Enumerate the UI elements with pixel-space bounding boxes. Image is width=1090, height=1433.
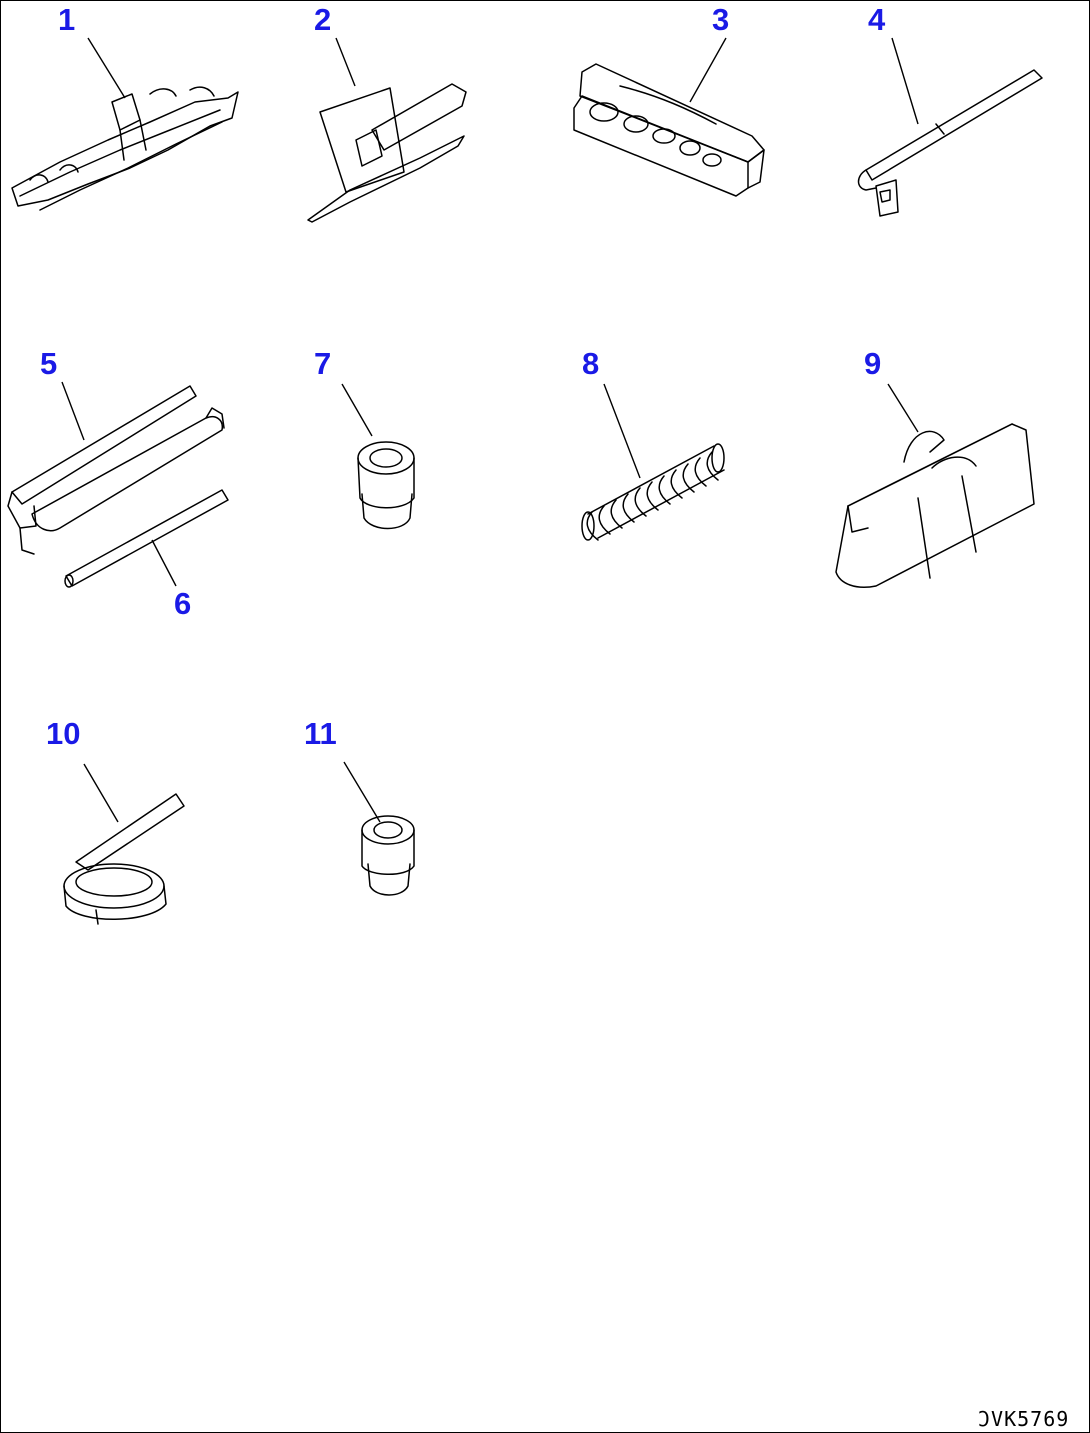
drawing-id: ϽVK5769 <box>978 1407 1069 1431</box>
part-10-filter-wrench: 10 <box>46 716 185 925</box>
part-7-socket: 7 <box>314 346 415 530</box>
leader-11 <box>343 761 381 823</box>
leader-10 <box>83 763 119 823</box>
leader-3 <box>689 37 727 103</box>
part-11-socket: 11 <box>304 716 415 896</box>
leader-4 <box>891 37 919 125</box>
leader-7 <box>341 383 373 437</box>
part-9-tool-bag: 9 <box>835 346 1035 588</box>
callout-8: 8 <box>582 346 599 381</box>
callout-10: 10 <box>46 716 80 751</box>
callout-1: 1 <box>58 2 75 37</box>
part-6-extension-rod: 6 <box>64 489 229 621</box>
callout-11: 11 <box>304 716 337 751</box>
leader-6 <box>151 539 177 587</box>
part-1-wrench-set: 1 <box>11 2 239 211</box>
part-8-spring: 8 <box>581 346 725 541</box>
callout-7: 7 <box>314 346 331 381</box>
part-4-l-wrench: 4 <box>857 2 1043 217</box>
callout-2: 2 <box>314 2 331 37</box>
leader-5 <box>61 381 85 441</box>
callout-5: 5 <box>40 346 57 381</box>
leader-2 <box>335 37 356 87</box>
leader-9 <box>887 383 919 433</box>
part-5-grease-gun: 5 <box>7 346 225 555</box>
callout-3: 3 <box>712 2 729 37</box>
part-2-screwdriver: 2 <box>307 2 467 223</box>
leader-8 <box>603 383 641 479</box>
callout-6: 6 <box>174 586 191 621</box>
callout-4: 4 <box>868 2 886 37</box>
callout-9: 9 <box>864 346 881 381</box>
leader-1 <box>87 37 126 99</box>
part-3-socket-case: 3 <box>573 2 765 197</box>
